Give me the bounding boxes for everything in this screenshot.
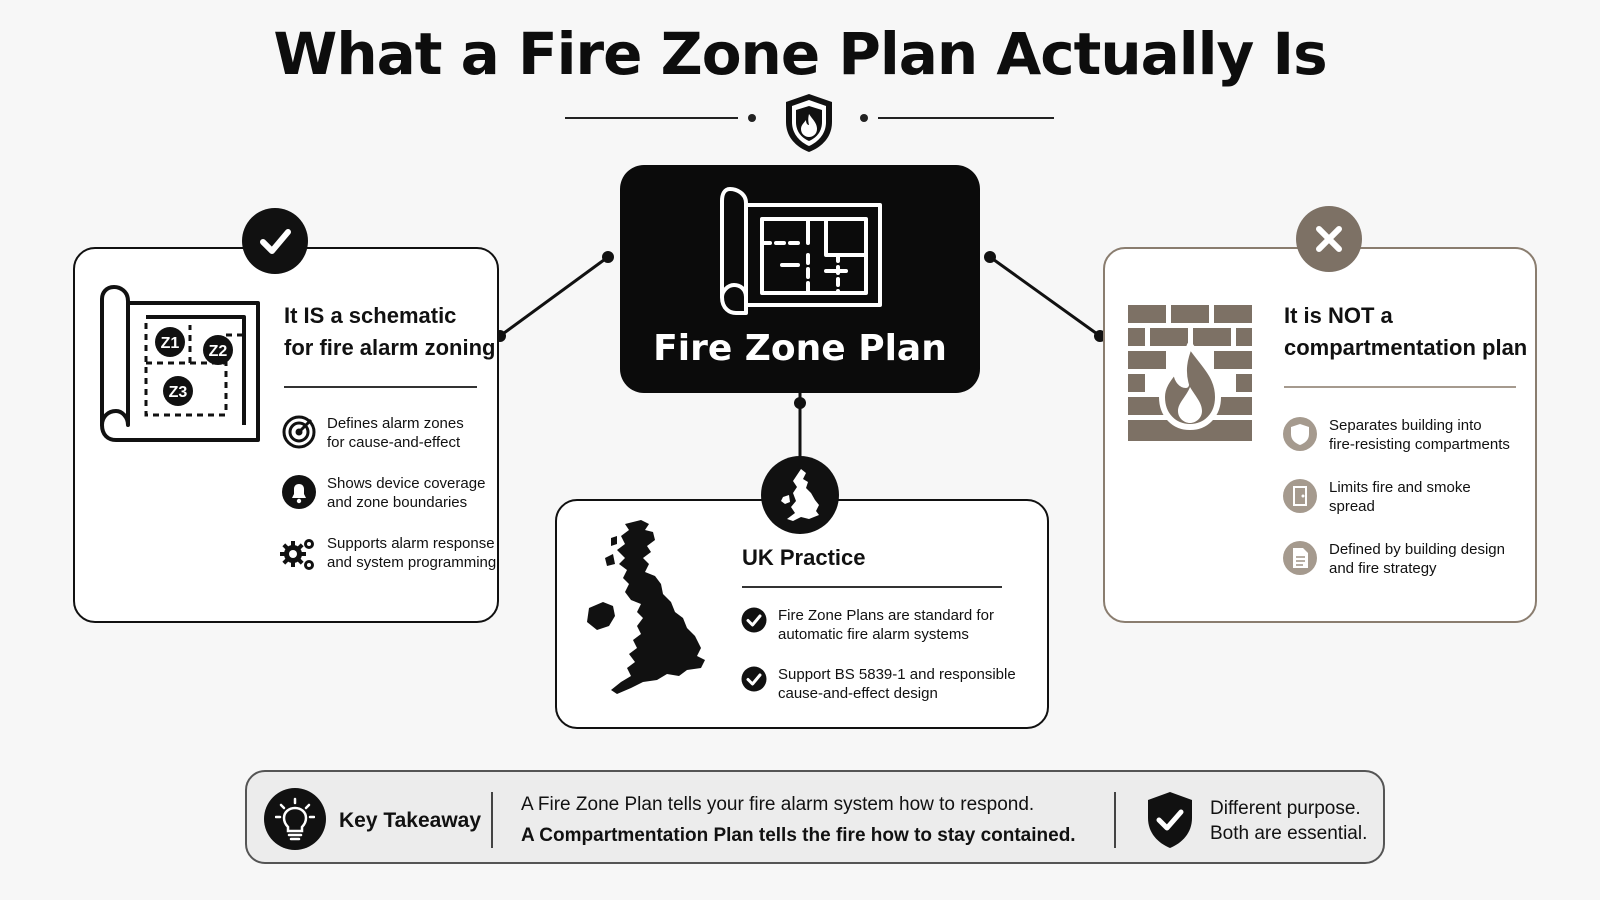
lightbulb-badge bbox=[264, 788, 326, 850]
is-not-divider bbox=[1284, 386, 1516, 388]
lightbulb-icon bbox=[275, 797, 315, 841]
uk-heading: UK Practice bbox=[742, 545, 866, 570]
is-heading-line2: for fire alarm zoning bbox=[284, 335, 496, 360]
uk-map-icon bbox=[781, 469, 819, 521]
blueprint-icon bbox=[720, 187, 882, 315]
close-icon bbox=[1316, 226, 1342, 252]
is-item-2-line2: and zone boundaries bbox=[327, 494, 468, 511]
is-divider bbox=[284, 386, 477, 388]
document-icon bbox=[1283, 541, 1317, 575]
target-icon bbox=[282, 415, 316, 449]
zone-label-z3: Z3 bbox=[169, 384, 188, 401]
brick-wall-fire-icon bbox=[1128, 305, 1252, 441]
takeaway-divider-right bbox=[1114, 792, 1116, 848]
uk-item-1-line1: Fire Zone Plans are standard for bbox=[778, 607, 994, 624]
shield-icon bbox=[1283, 417, 1317, 451]
takeaway-line2: A Compartmentation Plan tells the fire h… bbox=[521, 825, 1076, 846]
zone-label-z2: Z2 bbox=[209, 343, 228, 360]
is-not-item-1-line1: Separates building into bbox=[1329, 417, 1482, 434]
takeaway-right-line2: Both are essential. bbox=[1210, 823, 1368, 844]
takeaway-right-line1: Different purpose. bbox=[1210, 798, 1361, 819]
uk-item-2-line1: Support BS 5839-1 and responsible bbox=[778, 666, 1016, 683]
check-badge bbox=[242, 208, 308, 274]
is-item-3-line2: and system programming bbox=[327, 554, 497, 571]
check-circle-icon bbox=[741, 666, 767, 692]
check-circle-icon bbox=[741, 607, 767, 633]
shield-flame-icon bbox=[786, 94, 832, 152]
is-not-item-3-line2: and fire strategy bbox=[1329, 560, 1437, 577]
door-icon bbox=[1283, 479, 1317, 513]
bell-icon bbox=[282, 475, 316, 509]
uk-item-1-line2: automatic fire alarm systems bbox=[778, 626, 969, 643]
uk-map bbox=[587, 520, 705, 694]
takeaway-divider-left bbox=[491, 792, 493, 848]
uk-badge bbox=[761, 456, 839, 534]
uk-item-2-line2: cause-and-effect design bbox=[778, 685, 938, 702]
takeaway-line1: A Fire Zone Plan tells your fire alarm s… bbox=[521, 794, 1035, 815]
is-not-heading-line2: compartmentation plan bbox=[1284, 335, 1528, 360]
shield-check-icon bbox=[1148, 792, 1192, 848]
key-takeaway-bar bbox=[245, 770, 1385, 864]
is-not-heading-line1: It is NOT a bbox=[1284, 303, 1393, 328]
is-item-1-line1: Defines alarm zones bbox=[327, 415, 464, 432]
is-heading-line1: It IS a schematic bbox=[284, 303, 457, 328]
is-not-item-2-line1: Limits fire and smoke bbox=[1329, 479, 1471, 496]
is-not-item-2-line2: spread bbox=[1329, 498, 1375, 515]
check-icon bbox=[260, 229, 291, 254]
zone-schematic-icon: Z1 Z2 Z3 bbox=[100, 285, 260, 442]
cross-badge bbox=[1296, 206, 1362, 272]
center-title: Fire Zone Plan bbox=[653, 328, 947, 369]
is-item-2-line1: Shows device coverage bbox=[327, 475, 486, 492]
is-not-item-3-line1: Defined by building design bbox=[1329, 541, 1505, 558]
takeaway-label: Key Takeaway bbox=[339, 809, 482, 832]
is-item-1-line2: for cause-and-effect bbox=[327, 434, 461, 451]
is-item-3-line1: Supports alarm response bbox=[327, 535, 495, 552]
gears-icon bbox=[280, 539, 314, 570]
uk-divider bbox=[742, 586, 1002, 588]
page-title: What a Fire Zone Plan Actually Is bbox=[273, 20, 1327, 88]
zone-label-z1: Z1 bbox=[161, 335, 180, 352]
is-not-item-1-line2: fire-resisting compartments bbox=[1329, 436, 1510, 453]
